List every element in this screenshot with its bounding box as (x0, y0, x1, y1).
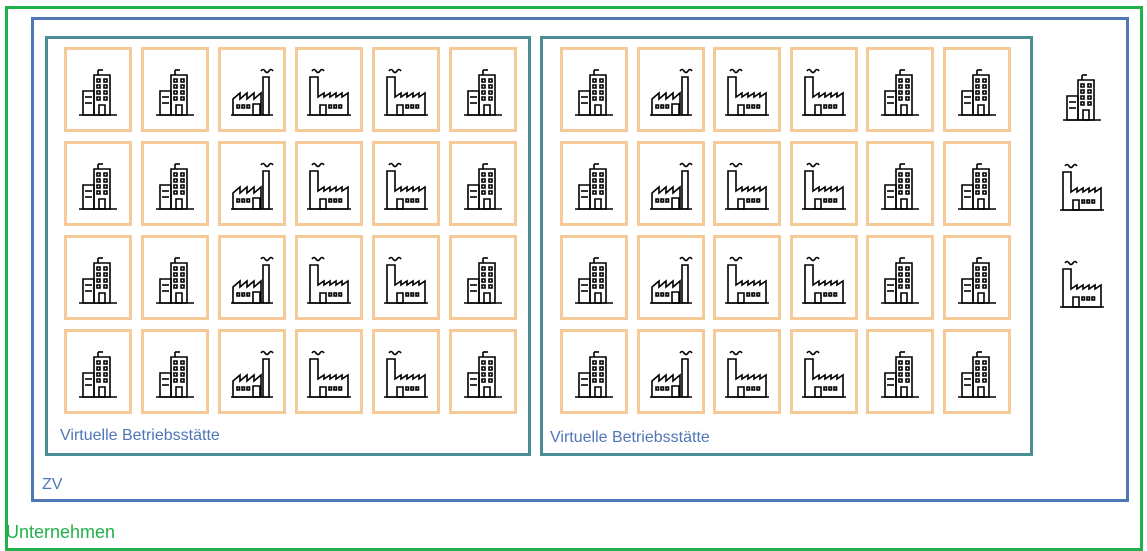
site-cell (218, 47, 286, 132)
site-cell (372, 141, 440, 226)
site-cell (372, 47, 440, 132)
site-cell (866, 141, 935, 226)
site-cell (560, 329, 628, 414)
site-cell (141, 141, 209, 226)
site-cell (560, 141, 628, 226)
site-cell (449, 329, 517, 414)
site-cell (449, 235, 517, 320)
site-cell (218, 235, 286, 320)
site-cell (789, 47, 858, 132)
factory-tower-icon (1048, 247, 1116, 317)
site-cell (560, 235, 628, 320)
site-cell (449, 141, 517, 226)
site-cell (713, 329, 782, 414)
site-cell (713, 141, 782, 226)
site-cell (866, 235, 935, 320)
site-cell (449, 47, 517, 132)
site-cell (141, 47, 209, 132)
virtual-site-2 (540, 36, 1033, 456)
site-cell (64, 235, 132, 320)
site-cell (789, 235, 858, 320)
site-cell (943, 141, 1011, 226)
virtual-site-1-label: Virtuelle Betriebsstätte (60, 427, 220, 444)
site-cell (789, 141, 858, 226)
site-cell (866, 47, 935, 132)
site-cell (560, 47, 628, 132)
site-cell (789, 329, 858, 414)
site-cell (64, 47, 132, 132)
site-cell (295, 141, 363, 226)
site-cell (295, 235, 363, 320)
site-cell (713, 47, 782, 132)
virtual-site-1 (45, 36, 531, 456)
site-cell (141, 235, 209, 320)
site-cell (64, 329, 132, 414)
zv-boundary (31, 17, 1129, 502)
site-cell (141, 329, 209, 414)
site-cell (218, 329, 286, 414)
site-cell (636, 47, 705, 132)
site-cell (64, 141, 132, 226)
company-label: Unternehmen (6, 522, 116, 542)
site-cell (372, 329, 440, 414)
zv-label: ZV (42, 476, 63, 493)
site-cell (943, 329, 1011, 414)
site-cell (866, 329, 935, 414)
site-cell (713, 235, 782, 320)
factory-tower-icon (1048, 150, 1116, 220)
site-cell (943, 47, 1011, 132)
virtual-site-2-label: Virtuelle Betriebsstätte (550, 429, 710, 446)
site-cell (943, 235, 1011, 320)
site-cell (218, 141, 286, 226)
site-cell (636, 329, 705, 414)
site-cell (372, 235, 440, 320)
office-building-icon (1048, 60, 1116, 130)
site-cell (636, 235, 705, 320)
site-cell (295, 329, 363, 414)
site-cell (636, 141, 705, 226)
site-cell (295, 47, 363, 132)
